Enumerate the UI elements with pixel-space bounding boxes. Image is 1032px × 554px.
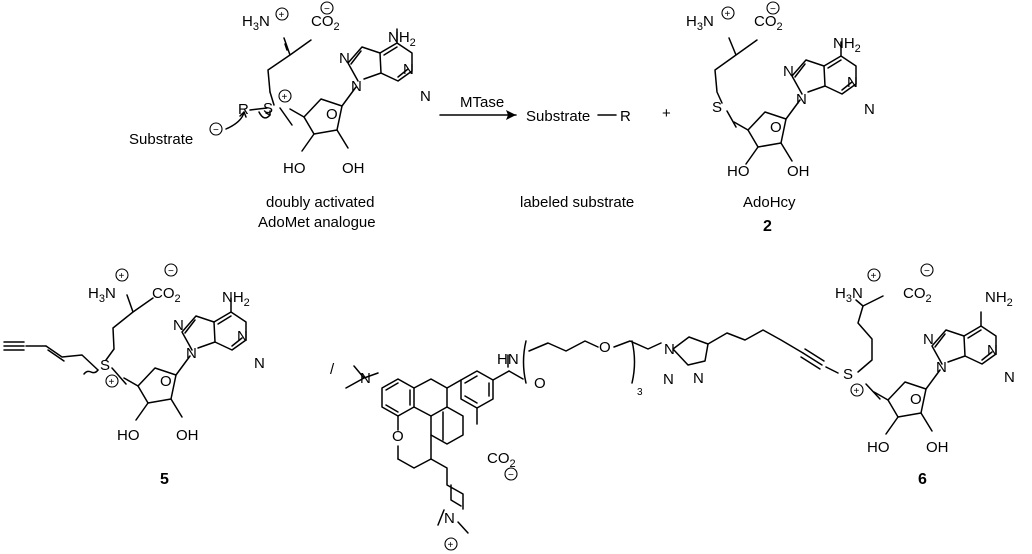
svg-text:N: N	[360, 370, 371, 387]
svg-text:N: N	[254, 355, 265, 372]
svg-text:−: −	[324, 4, 330, 15]
nucleophile-label: Substrate	[129, 131, 193, 148]
svg-text:CO2: CO2	[754, 13, 783, 33]
svg-text:R: R	[238, 101, 249, 118]
svg-text:HN: HN	[497, 351, 519, 368]
compound-number-5: 5	[160, 471, 169, 488]
svg-text:O: O	[910, 391, 922, 408]
svg-text:N: N	[237, 328, 248, 345]
svg-text:/: /	[330, 361, 335, 378]
svg-text:NH2: NH2	[985, 289, 1013, 309]
svg-text:+: +	[448, 540, 454, 551]
svg-text:O: O	[392, 428, 404, 445]
caption-adohcy: AdoHcy	[743, 194, 796, 211]
svg-text:N: N	[663, 371, 674, 388]
svg-text:OH: OH	[787, 163, 810, 180]
svg-text:CO2: CO2	[152, 285, 181, 305]
svg-text:O: O	[599, 339, 611, 356]
svg-text:N: N	[864, 101, 875, 118]
svg-text:N: N	[186, 345, 197, 362]
product-substrate: Substrate	[526, 108, 590, 125]
svg-text:H3N: H3N	[242, 13, 270, 33]
reaction-arrow	[439, 110, 517, 120]
svg-text:HO: HO	[283, 160, 306, 177]
svg-text:+: +	[725, 9, 731, 20]
svg-text:N: N	[339, 50, 350, 67]
svg-text:HO: HO	[727, 163, 750, 180]
svg-text:NH2: NH2	[222, 289, 250, 309]
svg-text:N: N	[420, 88, 431, 105]
svg-text:N: N	[664, 341, 675, 358]
svg-text:S: S	[100, 357, 110, 374]
svg-text:OH: OH	[176, 427, 199, 444]
svg-text:CO2: CO2	[903, 285, 932, 305]
svg-text:N: N	[847, 74, 858, 91]
compound-6-structure: / N O N + CO2 − O HN O 3 N N N S + H3N +…	[330, 263, 1015, 551]
svg-text:N: N	[403, 61, 414, 78]
svg-text:CO2: CO2	[311, 13, 340, 33]
svg-text:OH: OH	[926, 439, 949, 456]
svg-text:N: N	[444, 510, 455, 527]
svg-text:OH: OH	[342, 160, 365, 177]
svg-text:O: O	[326, 106, 338, 123]
svg-text:NH2: NH2	[388, 29, 416, 49]
caption-analogue-line1: doubly activated	[266, 194, 374, 211]
svg-text:CO2: CO2	[487, 450, 516, 470]
svg-text:3: 3	[637, 387, 643, 398]
caption-labeled-substrate: labeled substrate	[520, 194, 634, 211]
svg-text:H3N: H3N	[686, 13, 714, 33]
svg-text:+: +	[282, 92, 288, 103]
compound-number-6: 6	[918, 471, 927, 488]
adohcy-structure: H3N + CO2 − S O HO OH N N N N NH2	[686, 1, 875, 180]
caption-analogue-line2: AdoMet analogue	[258, 214, 376, 231]
adomet-analogue-structure: H3N + CO2 − S + R O HO OH N N N N NH2 Su…	[129, 1, 431, 177]
svg-text:−: −	[924, 266, 930, 277]
svg-text:N: N	[783, 63, 794, 80]
svg-text:NH2: NH2	[833, 35, 861, 55]
reagent-label: MTase	[460, 94, 504, 111]
svg-text:N: N	[923, 331, 934, 348]
svg-text:H3N: H3N	[88, 285, 116, 305]
svg-text:H3N: H3N	[835, 285, 863, 305]
svg-text:S: S	[263, 100, 273, 117]
svg-text:S: S	[843, 366, 853, 383]
svg-text:O: O	[534, 375, 546, 392]
svg-text:+: +	[109, 377, 115, 388]
svg-text:N: N	[173, 317, 184, 334]
svg-text:N: N	[1004, 369, 1015, 386]
svg-text:HO: HO	[867, 439, 890, 456]
compound-5-structure: H3N + CO2 − S + O HO OH N N N N NH2	[3, 263, 265, 444]
product-r: R	[620, 108, 631, 125]
svg-text:+: +	[279, 10, 285, 21]
svg-text:−: −	[508, 470, 514, 481]
svg-text:−: −	[168, 266, 174, 277]
svg-text:N: N	[936, 359, 947, 376]
svg-text:−: −	[770, 4, 776, 15]
svg-text:N: N	[351, 78, 362, 95]
plus-sign: +	[662, 105, 671, 122]
svg-text:O: O	[770, 119, 782, 136]
compound-number-2: 2	[763, 218, 772, 235]
svg-text:S: S	[712, 99, 722, 116]
svg-text:+: +	[871, 271, 877, 282]
svg-text:HO: HO	[117, 427, 140, 444]
svg-text:−: −	[213, 125, 219, 136]
svg-text:O: O	[160, 373, 172, 390]
svg-text:N: N	[693, 370, 704, 387]
svg-text:N: N	[796, 91, 807, 108]
svg-text:+: +	[854, 386, 860, 397]
svg-text:N: N	[987, 342, 998, 359]
svg-text:+: +	[119, 271, 125, 282]
